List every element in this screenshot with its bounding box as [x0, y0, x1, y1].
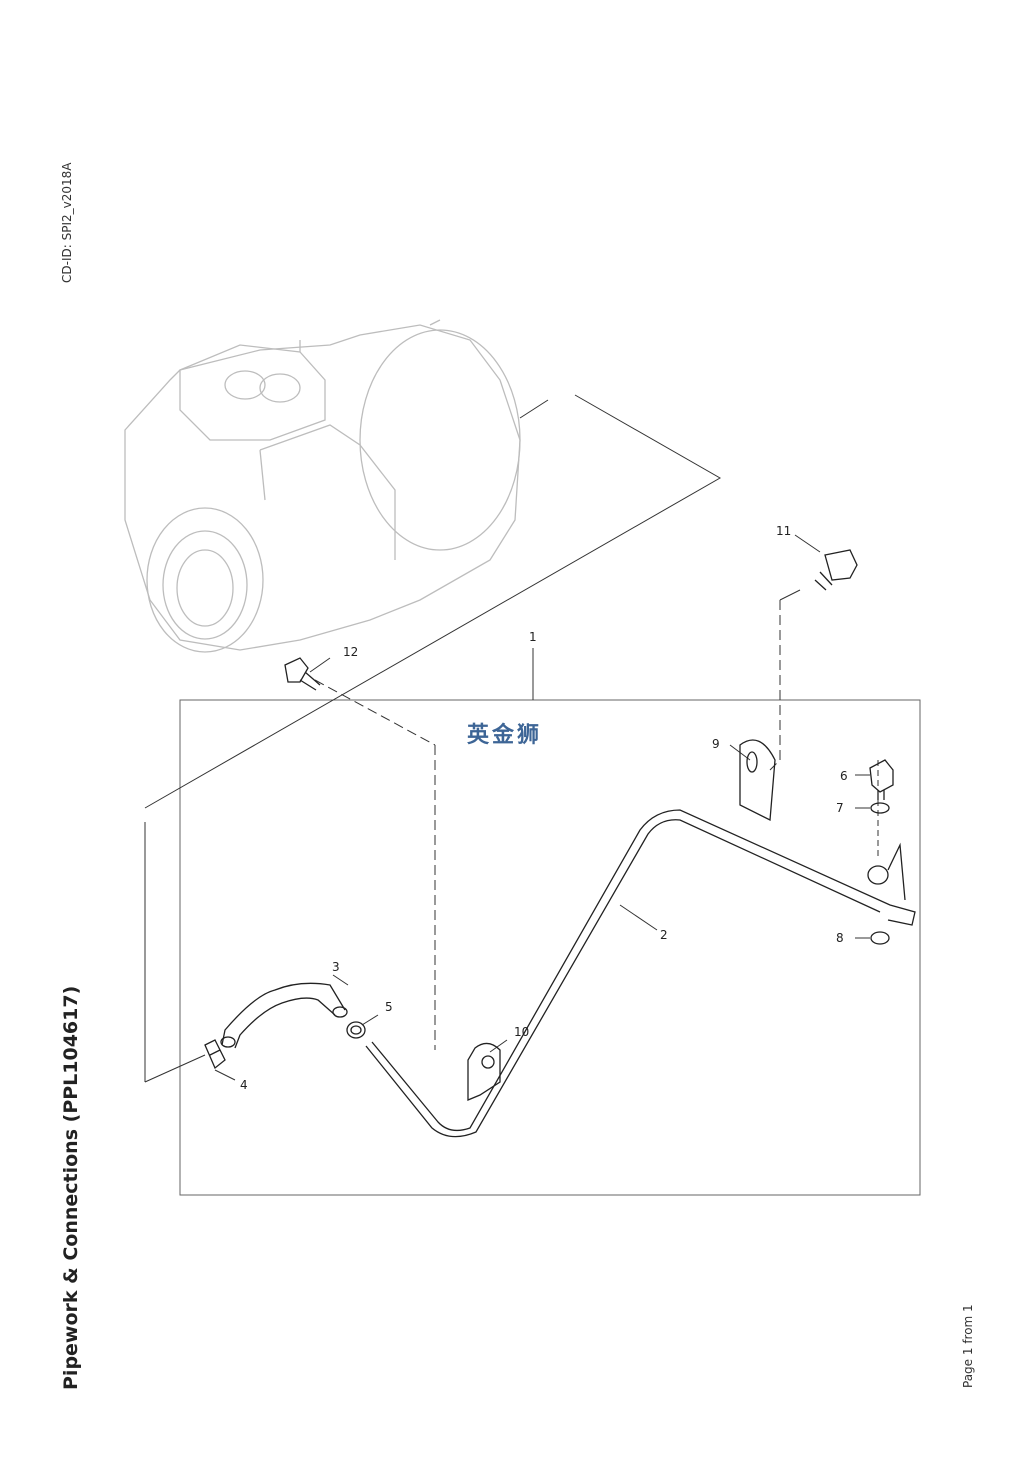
callout-4: 4: [240, 1078, 248, 1092]
callout-10: 10: [514, 1025, 529, 1039]
washer-8: [870, 931, 890, 945]
bolt-11: [814, 549, 858, 591]
hose-3: [220, 982, 348, 1049]
leader-lines: [144, 394, 879, 1083]
callout-9: 9: [712, 737, 720, 751]
banjo-bolt-6: [869, 759, 894, 800]
callout-12: 12: [343, 645, 358, 659]
callout-6: 6: [840, 769, 848, 783]
turbocharger-illustration: [124, 319, 521, 653]
clip-4: [204, 1039, 226, 1070]
watermark-logo: 英金狮: [467, 723, 543, 748]
callout-7: 7: [836, 801, 844, 815]
bolt-12: [284, 657, 321, 691]
callout-5: 5: [385, 1000, 393, 1014]
callout-8: 8: [836, 931, 844, 945]
clamp-5: [346, 1021, 366, 1039]
callout-3: 3: [332, 960, 340, 974]
pipe-2: [365, 809, 916, 1138]
callout-2: 2: [660, 928, 668, 942]
banjo-fitting: [867, 842, 906, 901]
bracket-10: [467, 1042, 501, 1101]
washer-7: [870, 802, 890, 814]
callout-1: 1: [529, 630, 537, 644]
callout-11: 11: [776, 524, 791, 538]
bracket-9: [739, 739, 776, 822]
assembly-box: [179, 699, 921, 1196]
